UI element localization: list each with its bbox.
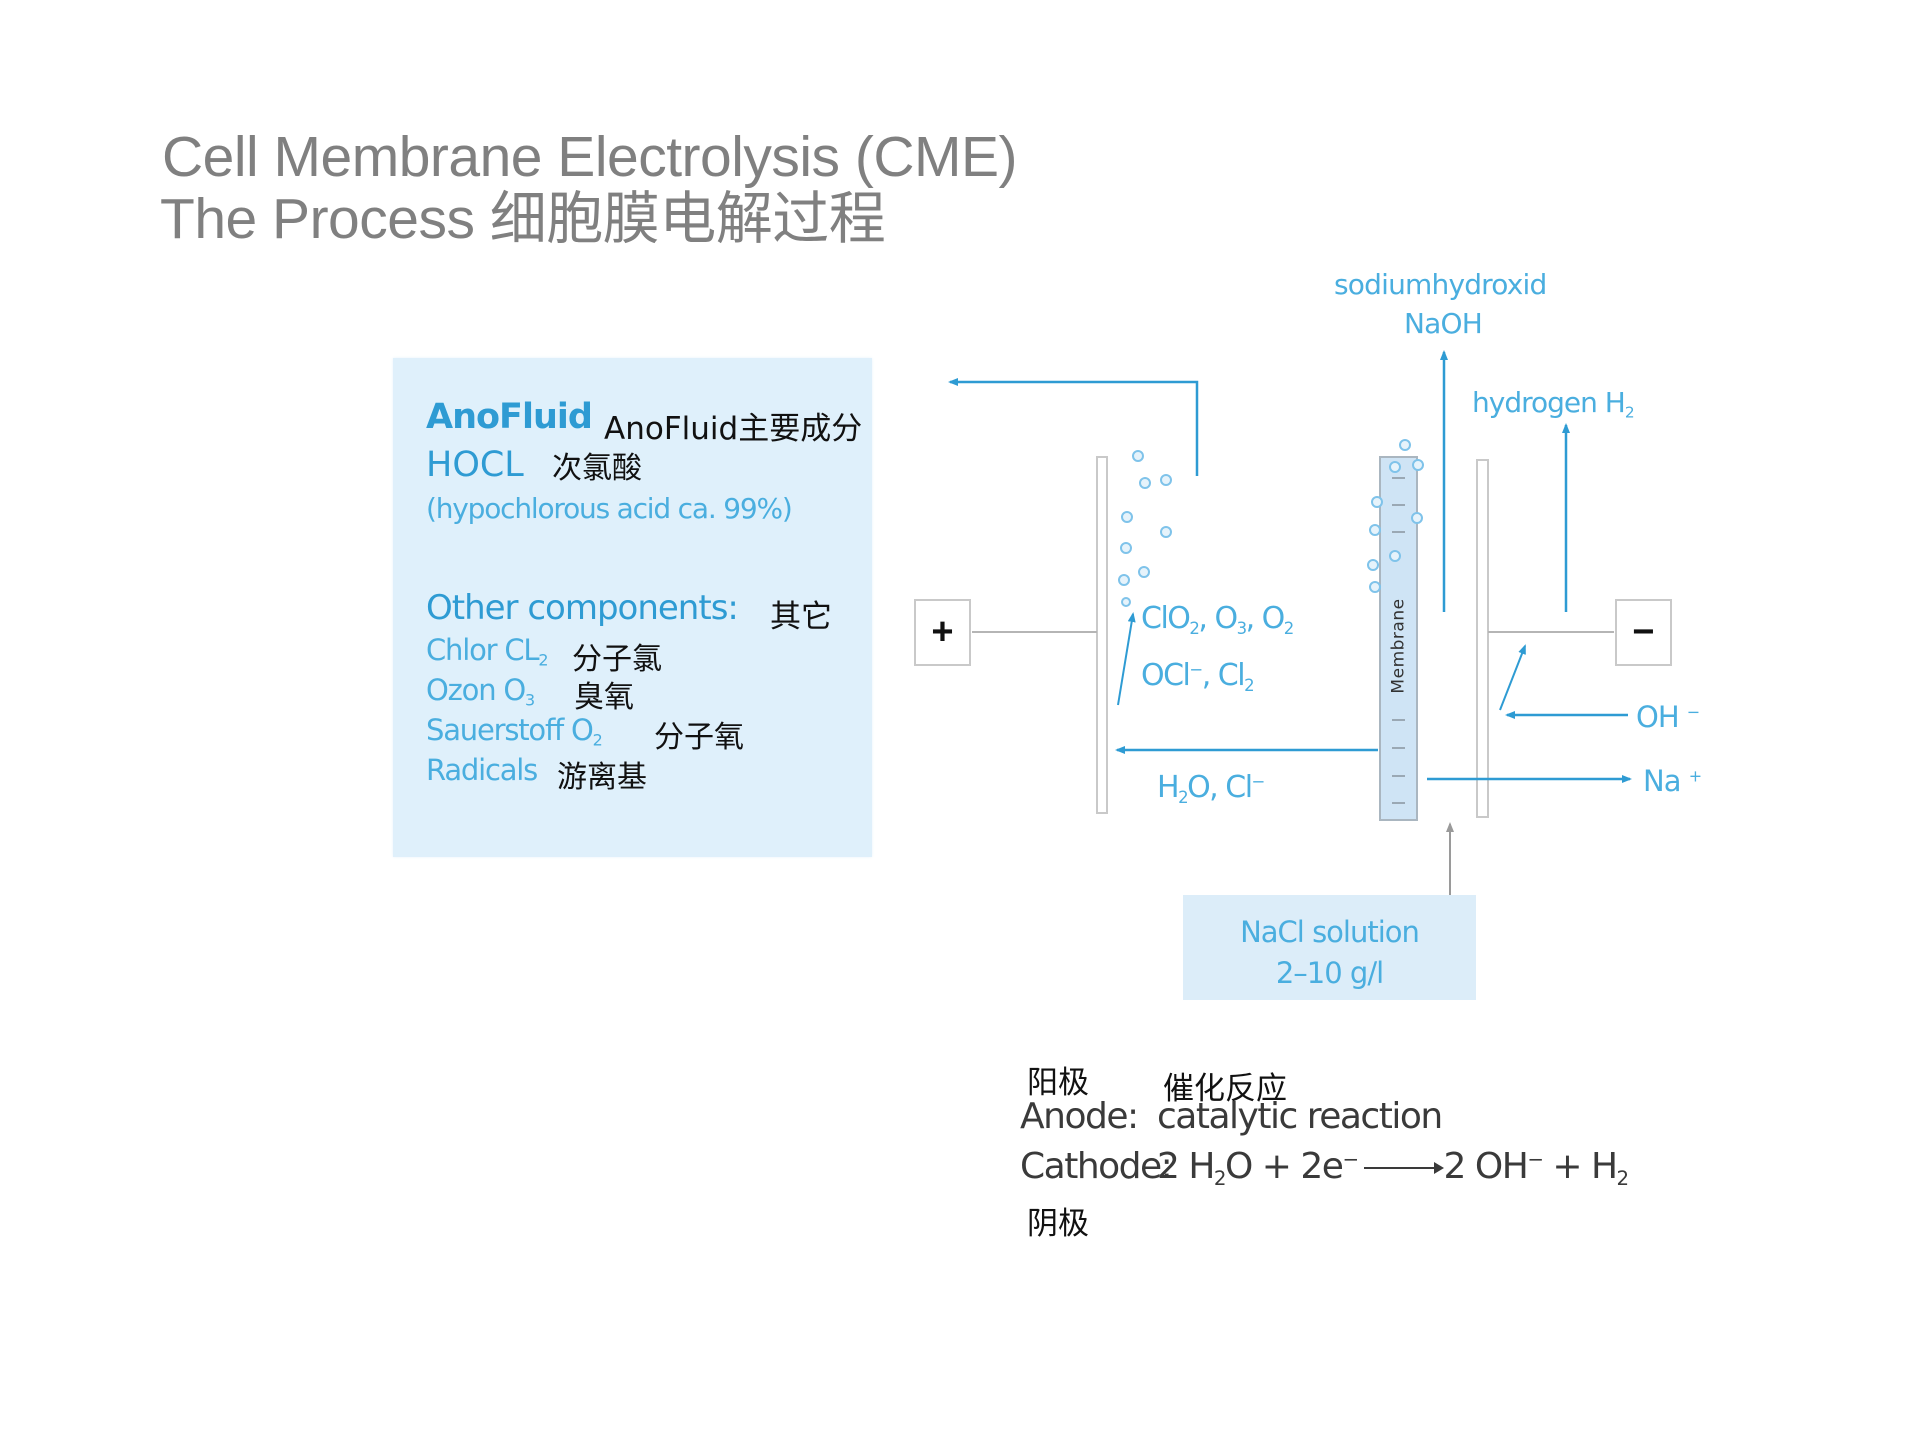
- anode-input-label: H2O, Cl−: [1157, 770, 1265, 807]
- hocl-label: HOCL: [426, 445, 524, 485]
- anofluid-heading: AnoFluid: [426, 397, 593, 437]
- naoh-label: NaOH: [1404, 307, 1483, 340]
- anode-products-gases: ClO2, O3, O2: [1141, 601, 1294, 638]
- cathode-cn-label: 阴极: [1027, 1206, 1089, 1242]
- anode-products-ions: OCl−, Cl2: [1141, 658, 1255, 695]
- title-line-2: The Process 细胞膜电解过程: [160, 187, 886, 251]
- component-ozon-cn: 臭氧: [574, 680, 634, 715]
- anofluid-heading-cn: AnoFluid主要成分: [604, 411, 863, 447]
- membrane: [1379, 456, 1418, 821]
- cathode-reaction-equation: 2 H2O + 2e−2 OH− + H2: [1157, 1146, 1629, 1190]
- nacl-solution-box: [1183, 895, 1476, 1000]
- hydrogen-label: hydrogen H2: [1472, 386, 1635, 422]
- sodiumhydroxid-label: sodiumhydroxid: [1334, 268, 1547, 301]
- cathode-terminal-minus: −: [1615, 599, 1672, 666]
- sodium-ion-label: Na +: [1643, 764, 1702, 798]
- anode-product-arrow: [1117, 612, 1136, 706]
- anofluid-outflow-arrow: [948, 378, 1199, 476]
- membrane-bubbles: [1367, 439, 1424, 593]
- component-radicals-cn: 游离基: [557, 760, 647, 795]
- cathode-electrode: [1476, 459, 1489, 818]
- anode-cn-label: 阳极: [1027, 1065, 1089, 1101]
- component-sauerstoff: Sauerstoff O2: [426, 713, 603, 750]
- anode-reaction: catalytic reaction: [1157, 1096, 1443, 1137]
- anode-electrode: [1096, 456, 1108, 814]
- catalytic-reaction-cn: 催化反应: [1163, 1071, 1287, 1107]
- other-components-heading-cn: 其它: [770, 599, 832, 635]
- component-chlor-cn: 分子氯: [572, 642, 662, 677]
- anode-terminal-plus: +: [914, 599, 971, 666]
- component-radicals: Radicals: [426, 753, 538, 787]
- component-sauerstoff-cn: 分子氧: [654, 720, 744, 755]
- anode-bubbles: [1118, 450, 1172, 607]
- anode-label: Anode:: [1020, 1096, 1139, 1137]
- reaction-arrow-icon: [1363, 1162, 1444, 1174]
- anofluid-info-box: [393, 358, 872, 857]
- cathode-product-arrow: [1499, 644, 1526, 711]
- other-components-heading: Other components:: [426, 588, 739, 628]
- hydroxide-label: OH −: [1636, 700, 1700, 734]
- nacl-concentration: 2–10 g/l: [1275, 956, 1384, 990]
- cathode-label: Cathode:: [1020, 1146, 1173, 1187]
- membrane-pores: [1392, 477, 1405, 804]
- nacl-label: NaCl solution: [1240, 915, 1420, 949]
- component-chlor: Chlor CL2: [426, 633, 549, 670]
- hocl-note: (hypochlorous acid ca. 99%): [426, 492, 793, 525]
- membrane-label: Membrane: [1388, 598, 1409, 694]
- title-line-1: Cell Membrane Electrolysis (CME): [162, 125, 1018, 189]
- component-ozon: Ozon O3: [426, 673, 535, 710]
- hocl-label-cn: 次氯酸: [552, 451, 642, 486]
